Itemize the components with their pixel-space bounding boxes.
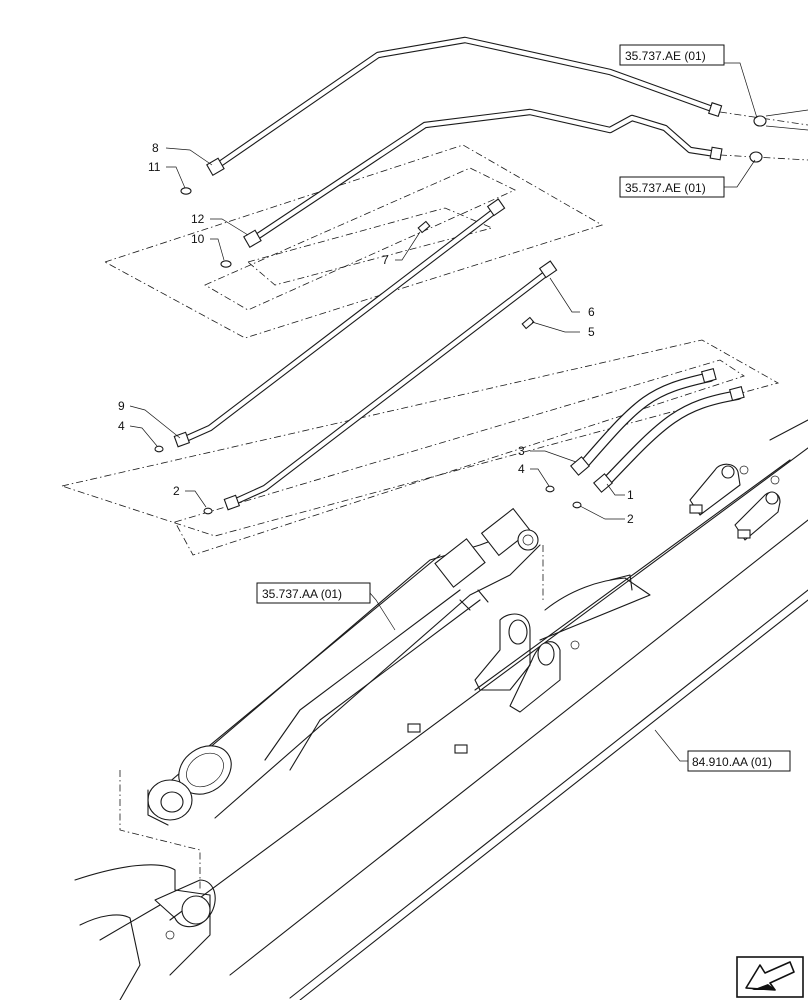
- reference-ae-lower[interactable]: 35.737.AE (01): [619, 176, 725, 198]
- long-pipe-9: [173, 198, 506, 448]
- callout-8: 8: [152, 141, 159, 155]
- callout-10: 10: [191, 232, 205, 246]
- callout-labels: 8 11 12 10 7 6 5 9 4 2 3 4 1 2: [118, 141, 634, 526]
- callout-4b: 4: [518, 462, 525, 476]
- callout-4a: 4: [118, 419, 125, 433]
- reference-aa-label: 35.737.AA (01): [262, 587, 342, 601]
- external-fittings: [719, 109, 808, 163]
- upper-pipe-12: [243, 108, 723, 248]
- reference-ae-lower-label: 35.737.AE (01): [625, 181, 706, 195]
- long-pipe-6: [223, 260, 558, 511]
- o-rings: [154, 187, 582, 515]
- reference-ae-upper[interactable]: 35.737.AE (01): [619, 44, 725, 66]
- bolts: [417, 220, 535, 330]
- callout-1: 1: [627, 488, 634, 502]
- arrow-navigation-icon[interactable]: [736, 956, 804, 998]
- group-boundaries: [60, 144, 780, 890]
- leader-lines: [129, 62, 758, 762]
- hoses: [570, 367, 745, 493]
- hydraulic-cylinder: [147, 507, 541, 826]
- callout-5: 5: [588, 325, 595, 339]
- callout-9: 9: [118, 399, 125, 413]
- callout-3: 3: [518, 444, 525, 458]
- callout-2b: 2: [627, 512, 634, 526]
- callout-12: 12: [191, 212, 205, 226]
- callout-7: 7: [382, 253, 389, 267]
- reference-ae-upper-label: 35.737.AE (01): [625, 49, 706, 63]
- reference-boom-label: 84.910.AA (01): [692, 755, 772, 769]
- reference-aa[interactable]: 35.737.AA (01): [256, 582, 371, 604]
- upper-pipe-8: [206, 36, 723, 176]
- callout-2a: 2: [173, 484, 180, 498]
- reference-boom[interactable]: 84.910.AA (01): [687, 750, 791, 772]
- callout-6: 6: [588, 305, 595, 319]
- boom: [74, 419, 808, 1000]
- callout-11: 11: [148, 160, 161, 174]
